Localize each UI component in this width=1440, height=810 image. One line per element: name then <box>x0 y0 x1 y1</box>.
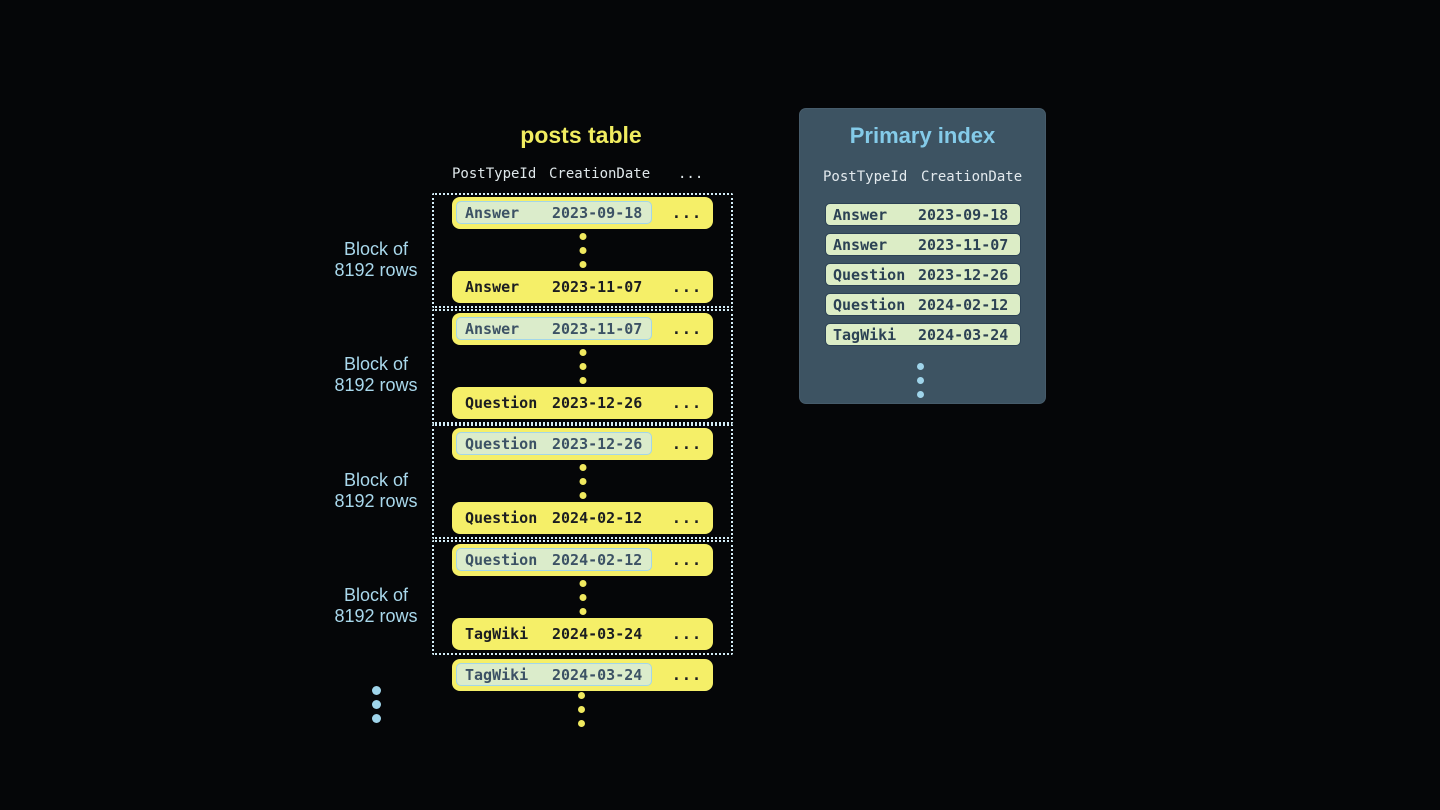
cell-creationdate: 2023-09-18 <box>918 205 1009 224</box>
cell-posttypeid: Question <box>465 394 538 412</box>
cell-posttypeid: TagWiki <box>465 665 529 684</box>
block-label-line1: Block of <box>343 354 409 374</box>
block-label-line2: 8192 rows <box>334 375 418 395</box>
index-row: Answer 2023-09-18 <box>825 203 1021 226</box>
index-entry-highlight: Answer 2023-11-07 <box>456 317 652 340</box>
index-entry-highlight: Answer 2023-09-18 <box>456 201 652 224</box>
cell-creationdate: 2023-11-07 <box>552 278 643 296</box>
vertical-ellipsis-dots <box>917 363 924 398</box>
index-entry-highlight: Question 2023-12-26 <box>456 432 652 455</box>
block-label: Block of 8192 rows <box>311 470 441 512</box>
primary-index-panel: Primary index PostTypeId CreationDate An… <box>799 108 1046 404</box>
column-header-creationdate: CreationDate <box>549 166 651 182</box>
cell-posttypeid: TagWiki <box>833 325 897 344</box>
cell-creationdate: 2024-02-12 <box>552 509 643 527</box>
row-block: Answer 2023-09-18 ... Answer 2023-11-07 … <box>432 193 733 308</box>
cell-posttypeid: Answer <box>465 203 520 222</box>
row-ellipsis: ... <box>671 551 702 569</box>
cell-creationdate: 2023-12-26 <box>552 434 643 453</box>
table-row-last: Answer 2023-11-07 ... <box>452 271 713 303</box>
cell-posttypeid: Answer <box>465 278 520 296</box>
row-ellipsis: ... <box>671 278 702 296</box>
cell-posttypeid: Question <box>833 295 906 314</box>
row-ellipsis: ... <box>671 320 702 338</box>
table-row-last: Question 2024-02-12 ... <box>452 502 713 534</box>
posts-table-title: posts table <box>520 122 642 148</box>
cell-creationdate: 2024-03-24 <box>552 625 643 643</box>
block-label: Block of 8192 rows <box>311 239 441 281</box>
cell-creationdate: 2023-11-07 <box>918 235 1009 254</box>
block-label: Block of 8192 rows <box>311 585 441 627</box>
cell-creationdate: 2023-11-07 <box>552 319 643 338</box>
cell-posttypeid: Question <box>465 550 538 569</box>
cell-posttypeid: Question <box>833 265 906 284</box>
row-ellipsis: ... <box>671 666 702 684</box>
cell-creationdate: 2024-02-12 <box>918 295 1009 314</box>
cell-posttypeid: Answer <box>833 235 888 254</box>
table-row-first: Question 2024-02-12 ... <box>452 544 713 576</box>
row-ellipsis: ... <box>671 435 702 453</box>
table-row-first: Answer 2023-11-07 ... <box>452 313 713 345</box>
cell-posttypeid: Answer <box>465 319 520 338</box>
vertical-ellipsis-dots <box>579 580 586 615</box>
table-row-last: Question 2023-12-26 ... <box>452 387 713 419</box>
block-label-line2: 8192 rows <box>334 606 418 626</box>
cell-creationdate: 2023-12-26 <box>918 265 1009 284</box>
cell-creationdate: 2024-03-24 <box>552 665 643 684</box>
row-block: Answer 2023-11-07 ... Question 2023-12-2… <box>432 309 733 424</box>
cell-creationdate: 2023-09-18 <box>552 203 643 222</box>
block-label-line1: Block of <box>343 585 409 605</box>
index-row: Answer 2023-11-07 <box>825 233 1021 256</box>
primary-index-column-headers: PostTypeId CreationDate <box>823 169 1022 185</box>
table-row-overflow: TagWiki 2024-03-24 ... <box>452 659 713 691</box>
row-block: Question 2023-12-26 ... Question 2024-02… <box>432 424 733 539</box>
index-entry-highlight: TagWiki 2024-03-24 <box>456 663 652 686</box>
vertical-ellipsis-dots <box>579 233 586 268</box>
block-label-line1: Block of <box>343 470 409 490</box>
index-row: Question 2024-02-12 <box>825 293 1021 316</box>
block-label-line2: 8192 rows <box>334 260 418 280</box>
posts-table-column-headers: PostTypeId CreationDate ... <box>452 166 713 182</box>
index-row: Question 2023-12-26 <box>825 263 1021 286</box>
vertical-ellipsis-dots <box>578 692 585 727</box>
row-block: Question 2024-02-12 ... TagWiki 2024-03-… <box>432 540 733 655</box>
vertical-ellipsis-dots <box>579 349 586 384</box>
row-ellipsis: ... <box>671 204 702 222</box>
table-row-first: Question 2023-12-26 ... <box>452 428 713 460</box>
cell-posttypeid: Answer <box>833 205 888 224</box>
block-label-line2: 8192 rows <box>334 491 418 511</box>
index-row: TagWiki 2024-03-24 <box>825 323 1021 346</box>
cell-creationdate: 2024-02-12 <box>552 550 643 569</box>
block-label-line1: Block of <box>343 239 409 259</box>
cell-posttypeid: TagWiki <box>465 625 529 643</box>
block-label: Block of 8192 rows <box>311 354 441 396</box>
vertical-ellipsis-dots <box>579 464 586 499</box>
row-ellipsis: ... <box>671 625 702 643</box>
column-header-creationdate: CreationDate <box>921 169 1023 185</box>
column-header-ellipsis: ... <box>678 166 704 182</box>
primary-index-title: Primary index <box>849 123 996 148</box>
column-header-posttypeid: PostTypeId <box>823 169 908 185</box>
index-entry-highlight: Question 2024-02-12 <box>456 548 652 571</box>
cell-creationdate: 2023-12-26 <box>552 394 643 412</box>
row-ellipsis: ... <box>671 394 702 412</box>
cell-posttypeid: Question <box>465 509 538 527</box>
vertical-ellipsis-dots <box>372 686 381 723</box>
row-ellipsis: ... <box>671 509 702 527</box>
column-header-posttypeid: PostTypeId <box>452 166 537 182</box>
cell-creationdate: 2024-03-24 <box>918 325 1009 344</box>
table-row-last: TagWiki 2024-03-24 ... <box>452 618 713 650</box>
cell-posttypeid: Question <box>465 434 538 453</box>
table-row-first: Answer 2023-09-18 ... <box>452 197 713 229</box>
